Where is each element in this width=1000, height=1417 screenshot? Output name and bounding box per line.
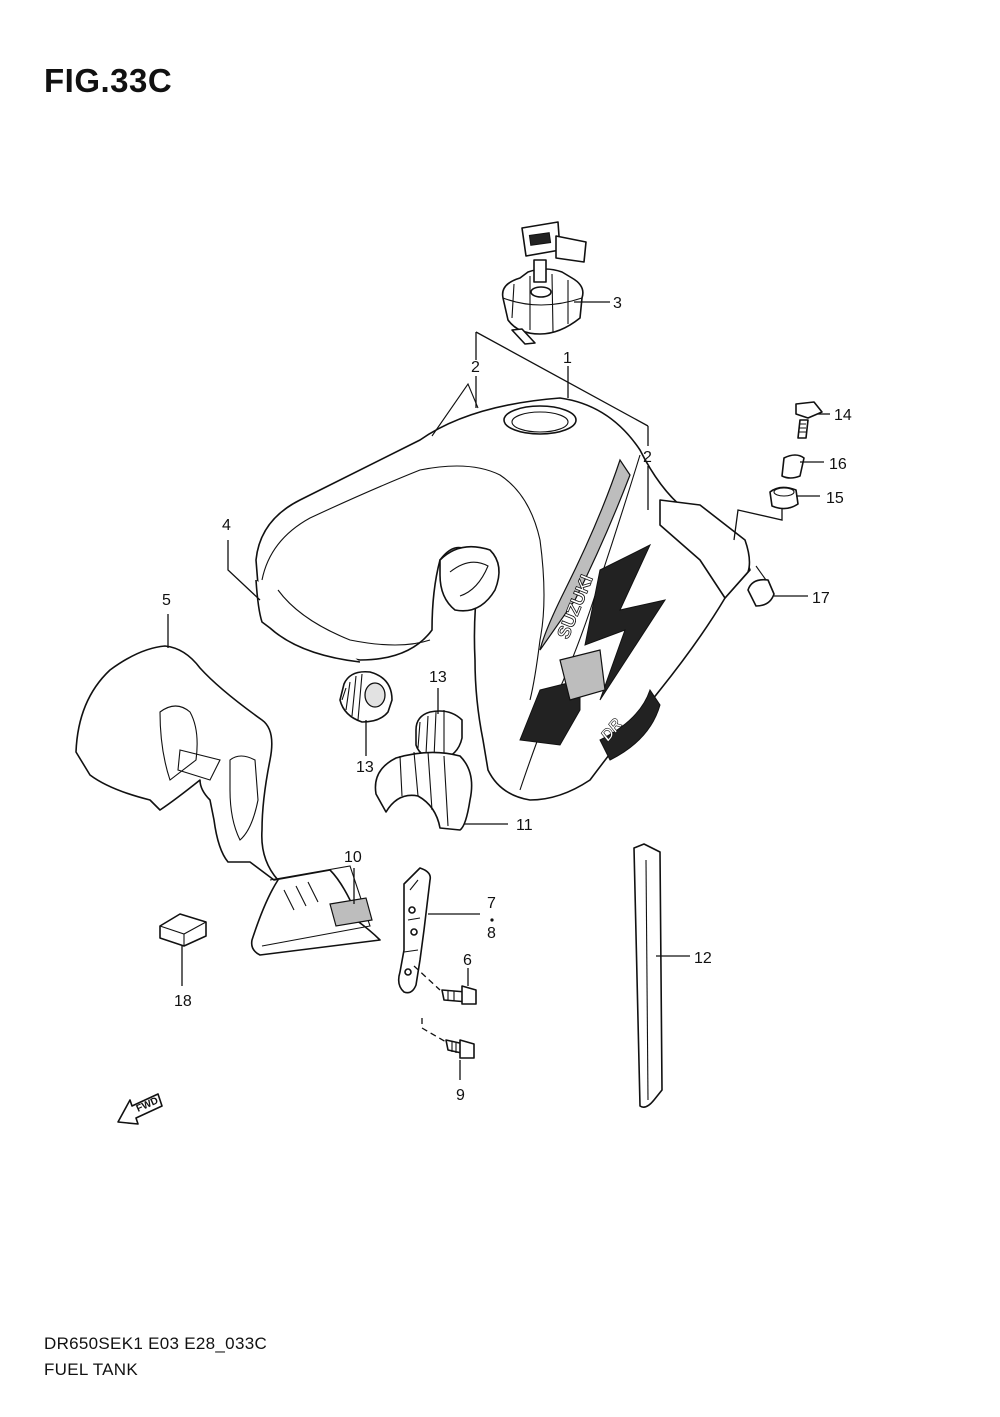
bolt-14-part [795, 401, 823, 439]
fuel-tank-body-part: SUZUKI DR [255, 397, 751, 801]
cushion-left-part [339, 670, 393, 723]
fuel-cap-part [501, 221, 587, 345]
callout-12: 12 [694, 950, 712, 967]
callout-17: 17 [812, 590, 830, 607]
callout-2-left: 2 [471, 359, 480, 376]
callout-16: 16 [829, 456, 847, 473]
callout-14: 14 [834, 407, 852, 424]
tank-cushion-part [374, 751, 473, 831]
callout-1: 1 [563, 350, 572, 367]
diagram-name: FUEL TANK [44, 1360, 139, 1379]
callout-13-lower: 13 [356, 759, 374, 776]
callout-18: 18 [174, 993, 192, 1010]
callout-13-upper: 13 [429, 669, 447, 686]
figure-title: FIG.33C [44, 62, 173, 99]
tank-strap-part [633, 843, 663, 1108]
callout-11: 11 [516, 817, 533, 834]
callout-7: 7 [487, 895, 496, 912]
callout-8: 8 [487, 925, 496, 942]
callout-5: 5 [162, 592, 171, 609]
diagram-code: DR650SEK1 E03 E28_033C [44, 1334, 268, 1353]
callout-labels: 1 2 2 3 4 5 6 7 8 9 10 11 12 13 13 14 15… [162, 295, 852, 1104]
side-panel-part [75, 645, 381, 956]
callout-9: 9 [456, 1087, 465, 1104]
block-18-part [159, 913, 207, 947]
grommet-15-part [769, 486, 799, 510]
callout-7-8-dot [490, 918, 494, 922]
forward-arrow-icon: FWD [117, 1093, 163, 1125]
callout-15: 15 [826, 490, 844, 507]
bolt-9-part [445, 1039, 475, 1059]
callout-4: 4 [222, 517, 231, 534]
collar-16-part [781, 454, 805, 479]
callout-6: 6 [463, 952, 472, 969]
grommet-17-part [747, 565, 775, 607]
bolt-6-part [441, 985, 477, 1005]
bracket-part [397, 867, 432, 994]
leader-lines [167, 301, 830, 1080]
callout-2-right: 2 [643, 449, 652, 466]
callout-10: 10 [344, 849, 362, 866]
callout-3: 3 [613, 295, 622, 312]
